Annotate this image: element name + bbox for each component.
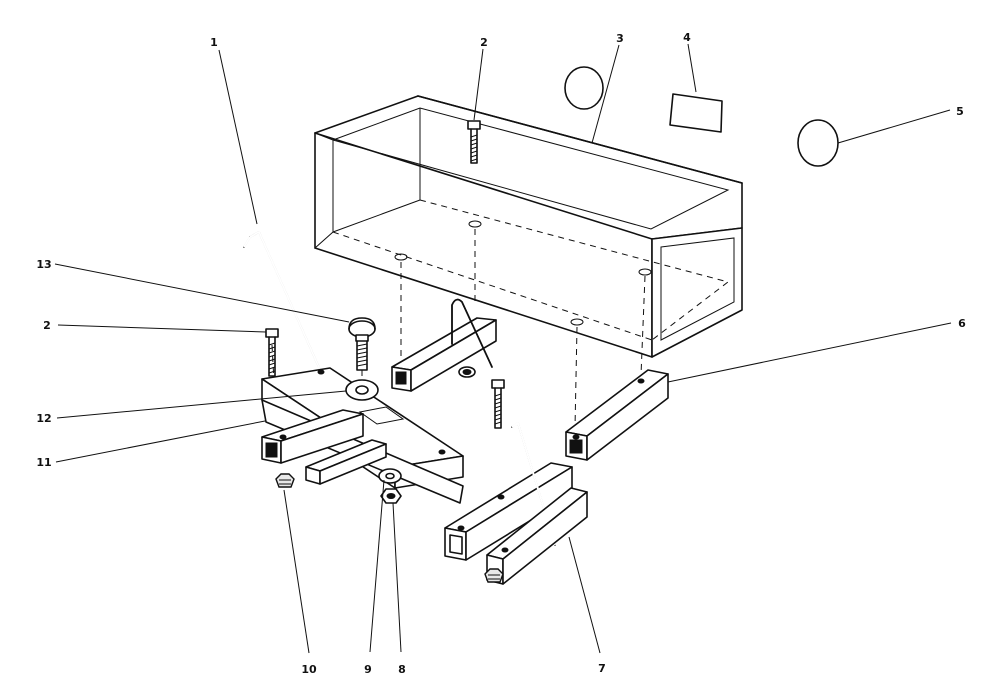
- callout-7: 7: [598, 662, 606, 675]
- callout-11: 11: [36, 456, 51, 469]
- front-hook-rod: [511, 421, 556, 546]
- lower-washer: [378, 468, 402, 484]
- frame-bolt-mid: [491, 379, 505, 429]
- rear-tube: [391, 317, 497, 392]
- callout-2-left: 2: [43, 319, 51, 332]
- carriage-bolt: [348, 317, 376, 371]
- tray-bolt: [467, 120, 481, 164]
- callout-12: 12: [36, 412, 51, 425]
- reflector-disc: [564, 66, 604, 110]
- leader-lines: [54, 43, 952, 654]
- callout-5: 5: [956, 105, 964, 118]
- callout-4: 4: [683, 31, 691, 44]
- callout-10: 10: [301, 663, 317, 676]
- callout-1: 1: [210, 36, 218, 49]
- left-tube: [261, 409, 364, 464]
- frame-bolt-left: [265, 328, 279, 377]
- right-long-tube: [565, 369, 669, 461]
- callout-labels: 1 2 3 4 5 6 2 13 12 11 10 9 8 7: [36, 31, 966, 676]
- decal-plate: [669, 93, 723, 133]
- callout-8: 8: [398, 663, 406, 676]
- callout-13: 13: [36, 258, 51, 271]
- callout-3: 3: [616, 32, 624, 45]
- lock-nut-left: [275, 473, 295, 488]
- hex-nut: [380, 488, 402, 504]
- callout-6: 6: [958, 317, 966, 330]
- callout-2-top: 2: [480, 36, 488, 49]
- rear-nut: [458, 366, 476, 378]
- left-channel: [305, 439, 387, 485]
- front-tube: [444, 462, 573, 561]
- reflector: [797, 119, 839, 167]
- long-rod: [243, 230, 322, 373]
- large-washer: [345, 379, 379, 401]
- tray: [314, 95, 743, 358]
- lock-nut-front: [484, 568, 504, 583]
- callout-9: 9: [364, 663, 372, 676]
